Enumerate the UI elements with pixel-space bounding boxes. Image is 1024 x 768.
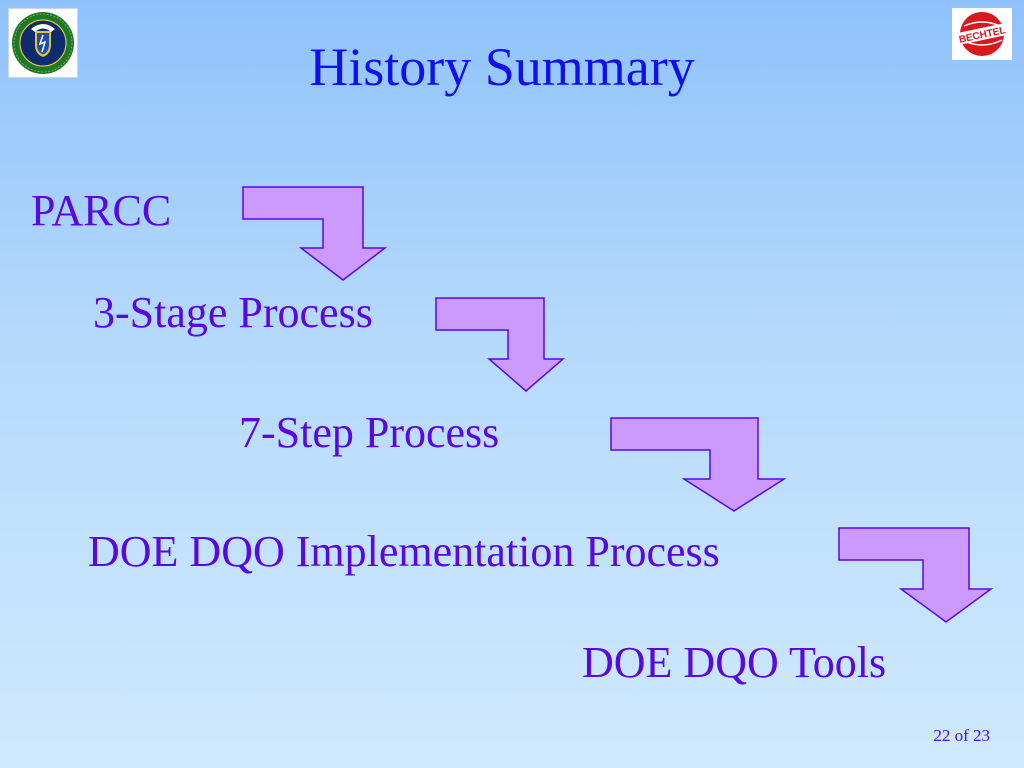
step-label-2: 3-Stage Process xyxy=(93,288,373,337)
step-arrow-1 xyxy=(242,186,388,281)
step-label-3: 7-Step Process xyxy=(239,408,500,457)
doe-seal-icon xyxy=(8,8,78,78)
bechtel-logo-icon: BECHTEL xyxy=(952,8,1012,60)
page-number: 22 of 23 xyxy=(933,726,990,745)
step-label-5: DOE DQO Tools xyxy=(582,638,887,687)
step-arrow-4 xyxy=(838,527,994,623)
step-arrow-2 xyxy=(435,297,566,392)
slide-title: History Summary xyxy=(309,37,695,97)
step-label-4: DOE DQO Implementation Process xyxy=(88,527,720,576)
step-label-1: PARCC xyxy=(31,186,172,235)
step-arrow-3 xyxy=(610,417,787,512)
